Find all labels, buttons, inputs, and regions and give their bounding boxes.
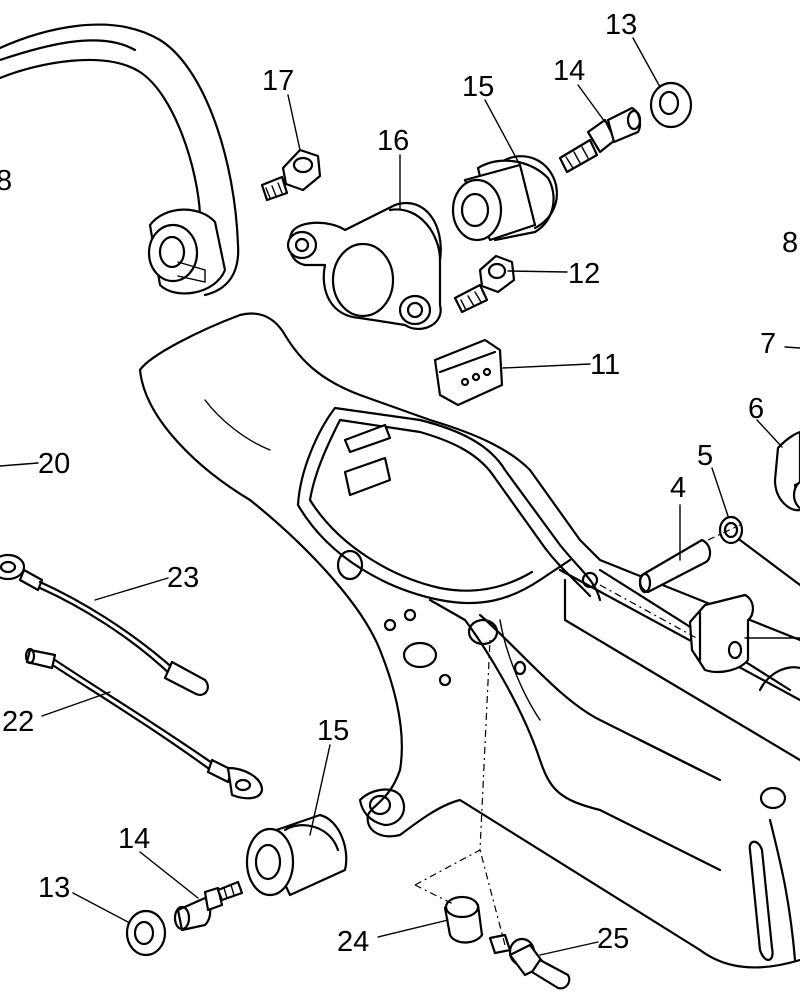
callout-6: 6 [748, 393, 764, 425]
callout-13-top: 13 [605, 9, 637, 41]
part-plate [688, 593, 800, 674]
callout-5: 5 [697, 440, 713, 472]
callout-16: 16 [377, 125, 409, 157]
callout-8-left: 8 [0, 165, 12, 197]
part-screw-12 [453, 254, 516, 314]
callout-17: 17 [262, 65, 294, 97]
part-handle-bar [0, 23, 240, 297]
callout-14-bottom: 14 [118, 823, 150, 855]
part-clip-11 [433, 338, 504, 407]
part-screw-17 [260, 148, 322, 202]
part-7 [784, 346, 800, 349]
callout-14-top: 14 [553, 55, 585, 87]
callout-15-bottom: 15 [317, 715, 349, 747]
callout-7: 7 [760, 328, 776, 360]
part-disc-6 [773, 430, 800, 512]
part-washer-13-top [649, 81, 693, 129]
part-bolt-14-top [558, 106, 642, 174]
callout-20: 20 [38, 448, 70, 480]
part-stud-25 [488, 933, 571, 990]
part-buffer-15-top [451, 155, 558, 242]
callout-23: 23 [167, 562, 199, 594]
callout-8-right: 8 [782, 227, 798, 259]
part-pin-4 [638, 538, 712, 594]
part-buffer-15-bottom [245, 813, 348, 897]
callout-11: 11 [590, 349, 620, 381]
callout-labels: 8 17 16 15 14 13 8 12 11 7 6 5 4 20 23 2… [0, 9, 798, 958]
part-spring-5 [718, 515, 800, 587]
part-cable-23 [0, 553, 209, 696]
part-bracket-16 [286, 202, 442, 330]
callout-4: 4 [670, 472, 686, 504]
callout-22: 22 [2, 706, 34, 738]
part-washer-13-bottom [125, 909, 167, 957]
callout-25: 25 [597, 923, 629, 955]
part-bushing-24 [443, 895, 484, 944]
part-bolt-14-bottom [173, 880, 244, 932]
callout-12: 12 [568, 258, 600, 290]
part-cable-22 [24, 647, 264, 800]
callout-15-top: 15 [462, 71, 494, 103]
leader-lines [0, 37, 783, 956]
callout-24: 24 [337, 926, 369, 958]
callout-13-bottom: 13 [38, 872, 70, 904]
part-handle-housing [138, 312, 800, 969]
